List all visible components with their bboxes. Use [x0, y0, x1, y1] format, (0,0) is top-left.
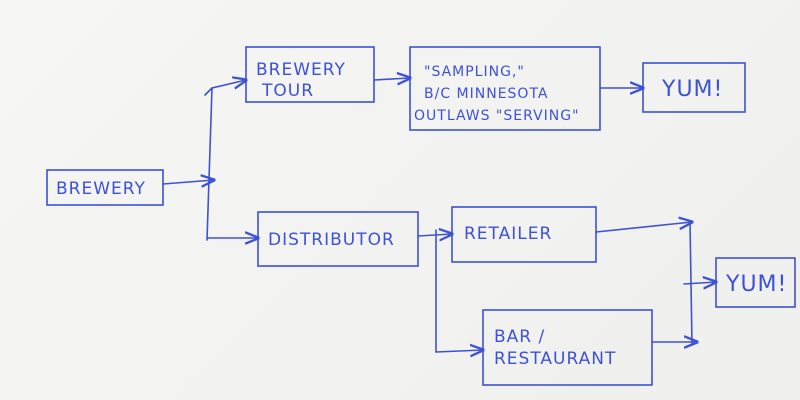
arrow-brewery-to-split — [162, 180, 214, 184]
node-label: TOUR — [261, 81, 314, 101]
node-brewery: BREWERY — [46, 169, 164, 206]
arrow-retailer-to-merge — [595, 222, 692, 233]
node-label: BREWERY — [256, 60, 346, 80]
node-label: B/C MINNESOTA — [424, 86, 549, 102]
arrow-to-brewery-tour — [204, 80, 246, 96]
node-yum-bottom: YUM! — [715, 257, 796, 308]
node-label: "SAMPLING," — [424, 64, 525, 80]
arrow-tour-to-sampling — [373, 78, 410, 80]
split-vertical-line — [206, 87, 213, 241]
node-label: YUM! — [661, 77, 723, 102]
node-label: BREWERY — [56, 179, 146, 199]
node-distributor: DISTRIBUTOR — [257, 211, 419, 267]
arrow-merge-to-yum — [683, 282, 716, 284]
node-label: OUTLAWS "SERVING" — [414, 108, 580, 124]
connectors — [162, 78, 716, 352]
node-label: DISTRIBUTOR — [268, 230, 395, 250]
arrow-to-bar-restaurant — [435, 350, 483, 352]
node-retailer: RETAILER — [451, 206, 597, 263]
node-label: RESTAURANT — [494, 349, 616, 369]
arrow-distributor-to-retailer — [417, 234, 452, 236]
node-brewery-tour: BREWERY TOUR — [245, 46, 375, 103]
node-label: YUM! — [725, 272, 787, 297]
node-bar-restaurant: BAR / RESTAURANT — [482, 309, 653, 386]
node-label: RETAILER — [464, 224, 552, 244]
node-label: BAR / — [494, 327, 545, 347]
node-sampling: "SAMPLING," B/C MINNESOTA OUTLAWS "SERVI… — [409, 46, 601, 131]
node-yum-top: YUM! — [642, 62, 746, 113]
